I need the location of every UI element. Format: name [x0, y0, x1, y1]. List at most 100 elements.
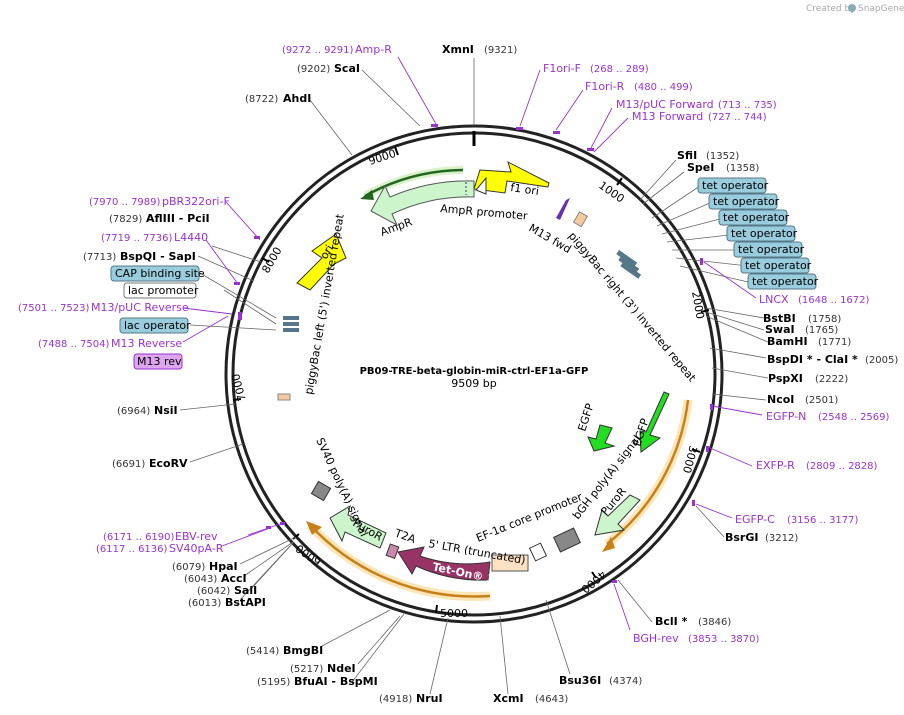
primer-pbr322ori-f-pos: (7970 .. 7989): [89, 197, 161, 208]
primer-amp-r-pos: (9272 .. 9291): [282, 45, 354, 56]
primer-sv40pa-r-pos: (6117 .. 6136): [96, 544, 168, 555]
enzyme-pspxi: PspXI: [768, 372, 803, 385]
primer-ebv-rev: EBV-rev: [175, 530, 218, 543]
enzyme-bstbi: BstBI: [763, 312, 796, 325]
egfp-arrow-left[interactable]: [587, 424, 616, 452]
leader-lines: [179, 58, 769, 695]
enzyme-sfii-pos: (1352): [706, 151, 739, 162]
enzyme-ndei-pos: (5217): [290, 664, 323, 675]
enzyme-sali-pos: (6042): [197, 586, 230, 597]
enzyme-ahdi-pos: (8722): [245, 94, 278, 105]
enzyme-bmgbi-pos: (5414): [246, 646, 279, 657]
teton-arrow[interactable]: [397, 546, 491, 581]
enzyme-bspdi-clai-pos: (2005): [865, 355, 898, 366]
lac-operator-marks: [283, 316, 299, 332]
enzyme-acci: AccI: [221, 572, 247, 585]
enzyme-nrui-pos: (4918): [379, 694, 412, 705]
enzyme-sali: SalI: [234, 584, 257, 597]
enzyme-bcli-pos: (3846): [698, 617, 731, 628]
enzyme-bstapi-pos: (6013): [188, 598, 221, 609]
enzyme-xcmi: XcmI: [493, 692, 524, 705]
f1-ori-arrow[interactable]: [473, 161, 550, 194]
enzyme-xmni: XmnI: [442, 43, 474, 56]
ampr-label: AmpR: [379, 215, 415, 239]
primer-m13-puc-forward-pos: (713 .. 735): [718, 100, 777, 111]
primer-egfp-c-pos: (3156 .. 3177): [787, 515, 859, 526]
primer-f1ori-r-pos: (480 .. 499): [634, 82, 693, 93]
primer-egfp-n: EGFP-N: [766, 410, 806, 423]
primer-m13-puc-reverse-pos: (7501 .. 7523): [18, 303, 90, 314]
bgh-polya-box[interactable]: [552, 527, 582, 553]
sv40-polya-box[interactable]: [310, 480, 332, 502]
tet-operator-5: tet operator: [738, 243, 805, 256]
teton-arc: [309, 524, 491, 598]
lac-promoter-box: [123, 282, 197, 299]
enzyme-bstapi: BstAPI: [225, 596, 266, 609]
tick-7000: 7000: [229, 372, 249, 402]
f1-ori-label: f1 ori: [510, 181, 540, 198]
primer-f1ori-r: F1ori-R: [585, 80, 625, 93]
enzyme-afliii-pos: (7829): [109, 214, 142, 225]
ori-label: ori: [318, 243, 337, 262]
enzyme-labels: XmnI (9321) (9202) ScaI (8722) AhdI SfiI…: [83, 43, 898, 705]
pb-left-box[interactable]: [277, 393, 291, 401]
m13-rev-box: [133, 353, 183, 370]
enzyme-bsu36i: Bsu36I: [559, 674, 601, 687]
tick-5000: 5000: [440, 607, 468, 620]
primer-f1ori-f: F1ori-F: [543, 62, 581, 75]
enzyme-bspqi-pos: (7713): [83, 252, 116, 263]
enzyme-swai: SwaI: [765, 323, 795, 336]
enzyme-hpai-pos: (6079): [172, 562, 205, 573]
primer-lncx: LNCX: [759, 293, 789, 306]
primer-labels: (9272 .. 9291) Amp-R F1ori-F (268 .. 289…: [18, 43, 890, 645]
cap-binding-site-label: CAP binding site: [115, 267, 205, 280]
enzyme-bmgbi: BmgBI: [283, 644, 323, 657]
credit-brand: SnapGene: [858, 4, 904, 14]
primer-exfp-r: EXFP-R: [756, 459, 795, 472]
puror-arc-arrowhead: [602, 537, 615, 552]
primer-egfp-n-pos: (2548 .. 2569): [818, 412, 890, 423]
tet-operator-boxes: tet operator tet operator tet operator t…: [697, 177, 819, 290]
pb-right-label: piggyBac right (3') inverted repeat: [566, 230, 699, 385]
enzyme-ncoi: NcoI: [767, 393, 794, 406]
puror-arrow-right[interactable]: [594, 494, 641, 536]
primer-m13-puc-reverse: M13/pUC Reverse: [91, 301, 189, 314]
pb-right-box[interactable]: [572, 211, 589, 228]
t2a-box[interactable]: [385, 543, 400, 559]
lac-operator-box: [119, 317, 189, 334]
ltr-box[interactable]: [491, 554, 529, 572]
egfp-arrow-right[interactable]: [639, 391, 670, 453]
tet-operator-6: tet operator: [745, 259, 812, 272]
tet-operator-2: tet operator: [713, 195, 780, 208]
tick-9000: 9000: [367, 147, 398, 168]
tet-operator-3: tet operator: [723, 211, 790, 224]
primer-ebv-rev-pos: (6171 .. 6190): [103, 532, 175, 543]
enzyme-scai: ScaI: [334, 62, 360, 75]
enzyme-bsrgi-pos: (3212): [765, 533, 798, 544]
primer-exfp-r-pos: (2809 .. 2828): [806, 461, 878, 472]
ampr-arc-arrowhead: [360, 190, 374, 200]
enzyme-swai-pos: (1765): [805, 325, 838, 336]
tick-3000: 3000: [680, 444, 700, 474]
enzyme-ahdi: AhdI: [283, 92, 311, 105]
ampr-arrow[interactable]: [370, 180, 475, 227]
puror-arrow-left[interactable]: [329, 504, 387, 549]
lac-promoter-label: lac promoter: [128, 284, 199, 297]
m13-rev-label: M13 rev: [137, 355, 182, 368]
ori-arrow[interactable]: [296, 233, 347, 291]
enzyme-bcli: BclI *: [655, 615, 688, 628]
primer-m13-reverse-pos: (7488 .. 7504): [38, 339, 110, 350]
enzyme-scai-pos: (9202): [297, 64, 330, 75]
primer-pbr322ori-f: pBR322ori-F: [162, 195, 230, 208]
primer-l4440: L4440: [174, 231, 208, 244]
snapgene-logo-icon: [848, 4, 856, 12]
ampr-arc: [364, 168, 464, 198]
m13-fwd-arrow[interactable]: [556, 198, 570, 220]
enzyme-ncoi-pos: (2501): [805, 395, 838, 406]
enzyme-ndei: NdeI: [327, 662, 356, 675]
ampr-promoter-arrow[interactable]: [475, 176, 487, 195]
primer-f1ori-f-pos: (268 .. 289): [590, 64, 649, 75]
enzyme-bspqi-sapi: BspQI - SapI: [120, 250, 196, 263]
ef1a-box[interactable]: [528, 542, 548, 562]
